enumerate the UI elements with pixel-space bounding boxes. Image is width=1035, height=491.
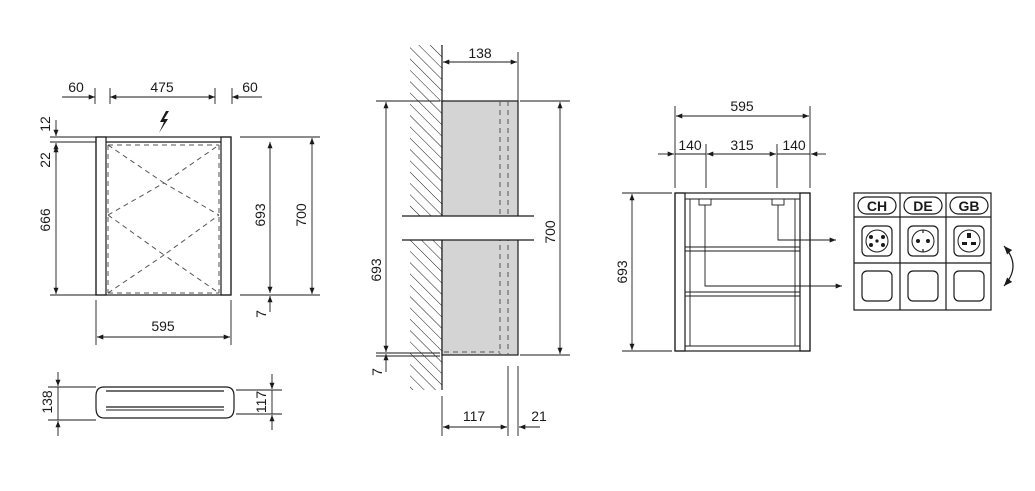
country-label-ch: CH [867, 198, 887, 214]
dim-top-offset: 22 [37, 152, 53, 168]
dim-bottom-offset: 7 [253, 310, 269, 318]
de-switch-icon [907, 270, 939, 302]
dim-height-700: 700 [293, 203, 309, 227]
dim-interior-right: 140 [782, 137, 806, 153]
country-label-gb: GB [959, 198, 980, 214]
gb-switch-icon [953, 270, 985, 302]
dim-inner-height: 666 [37, 208, 53, 232]
lightning-icon [159, 111, 169, 133]
country-label-de: DE [913, 198, 932, 214]
de-socket-icon [907, 225, 939, 257]
dim-interior-middle: 315 [730, 137, 754, 153]
top-view: 138 117 [39, 372, 282, 436]
dim-left-margin: 60 [68, 79, 84, 95]
dim-side-height-693: 693 [368, 258, 384, 282]
dim-side-depth: 138 [468, 45, 492, 61]
dim-side-bottom-offset: 7 [369, 368, 385, 376]
rotate-arrow-icon [1003, 245, 1014, 287]
interior-view: 595 140 315 140 693 [614, 98, 842, 352]
ch-socket-icon [861, 225, 893, 257]
dim-top-depth-inner: 117 [253, 391, 269, 414]
dim-interior-left: 140 [678, 137, 702, 153]
dim-interior-height: 693 [614, 260, 630, 284]
dim-side-height-700: 700 [542, 220, 558, 244]
socket-table: CH DE GB [853, 192, 992, 311]
dim-inner-width: 475 [150, 79, 174, 95]
dim-top-small: 12 [37, 116, 53, 132]
dim-height-693: 693 [252, 203, 268, 227]
dim-side-depth-front: 21 [531, 408, 547, 424]
dim-top-depth: 138 [39, 390, 55, 414]
side-view: 138 693 7 700 117 21 [368, 45, 570, 436]
gb-socket-icon [953, 225, 985, 257]
dim-right-margin: 60 [242, 79, 258, 95]
dim-side-depth-body: 117 [463, 408, 486, 424]
front-view: 60 475 60 12 22 666 693 [37, 79, 320, 345]
dim-total-width: 595 [151, 318, 175, 334]
ch-switch-icon [861, 270, 893, 302]
dim-interior-total-width: 595 [730, 98, 754, 114]
